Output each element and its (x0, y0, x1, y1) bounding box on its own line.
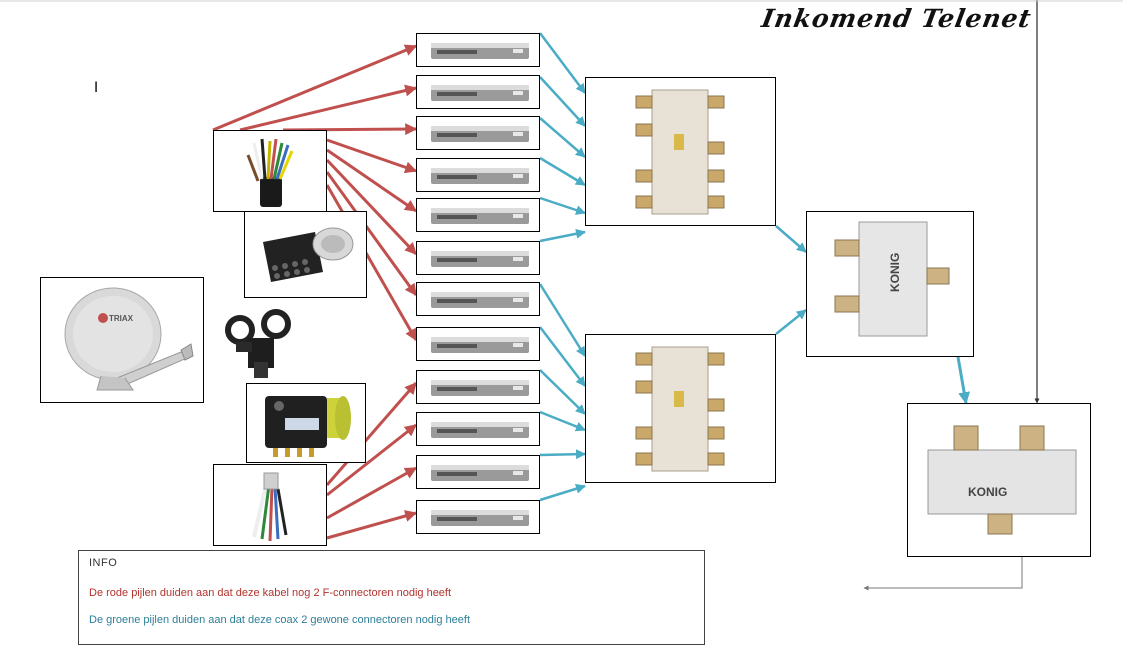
splitter-2way-final-icon: KONIG (927, 425, 1077, 535)
red-arrow (325, 382, 418, 486)
receiver-box (416, 33, 540, 67)
blue-arrow (539, 196, 586, 215)
octo-lnb-icon (263, 227, 354, 282)
combiner-brand-label: KONIG (888, 253, 902, 292)
receiver-icon (431, 465, 529, 481)
red-arrow (326, 423, 417, 497)
receiver-icon (431, 85, 529, 101)
blue-arrow (539, 32, 586, 94)
red-arrow (325, 171, 418, 296)
receiver-icon (431, 168, 529, 184)
receiver-box (416, 282, 540, 316)
dish-brand-label: TRIAX (109, 314, 134, 323)
receiver-icon (431, 251, 529, 267)
red-arrow (282, 123, 418, 136)
red-arrow (326, 466, 418, 520)
info-box: INFO De rode pijlen duiden aan dat deze … (78, 550, 705, 645)
blue-arrow (539, 410, 586, 432)
info-heading: INFO (89, 557, 118, 569)
multicore-cable-bottom-icon (252, 472, 288, 542)
receiver-box (416, 75, 540, 109)
blue-arrow (956, 356, 971, 405)
receiver-box (416, 116, 540, 150)
blue-arrow (539, 449, 586, 460)
blue-arrow (539, 228, 586, 243)
incoming-telenet-title: Inkomend Telenet (759, 4, 1034, 33)
multicore-cable-top-icon (246, 138, 294, 207)
combiner-2way-box: KONIG (806, 211, 974, 357)
splitter-2way-final-box: KONIG (907, 403, 1091, 557)
receiver-icon (431, 292, 529, 308)
splitter-8way-top-icon (635, 89, 725, 215)
receiver-box (416, 241, 540, 275)
info-red-arrows-note: De rode pijlen duiden aan dat deze kabel… (89, 587, 452, 599)
splitter-8way-top-box (585, 77, 776, 226)
receiver-box (416, 370, 540, 404)
text-cursor: I (94, 80, 99, 96)
red-arrow (326, 510, 418, 540)
receiver-icon (431, 208, 529, 224)
receiver-box (416, 198, 540, 232)
blue-arrow (539, 369, 586, 415)
blue-arrow (538, 283, 587, 357)
satellite-dish-box: TRIAX (40, 277, 204, 403)
final-splitter-brand-label: KONIG (968, 485, 1007, 499)
receiver-box (416, 455, 540, 489)
lnb-mount-bracket-icon (225, 309, 291, 378)
quad-lnb-box (246, 383, 366, 463)
dish-icon: TRIAX (64, 287, 194, 391)
red-arrow (239, 84, 418, 132)
octo-lnb-box (244, 211, 367, 298)
combiner-2way-icon: KONIG (834, 221, 950, 337)
receiver-box (416, 412, 540, 446)
quad-lnb-icon (265, 396, 351, 457)
receiver-icon (431, 43, 529, 59)
blue-arrow (539, 156, 586, 187)
receiver-box (416, 500, 540, 534)
info-green-arrows-note: De groene pijlen duiden aan dat deze coa… (89, 614, 471, 626)
red-arrow (326, 148, 417, 213)
multicore-cable-top-box (213, 130, 327, 212)
receiver-icon (431, 510, 529, 526)
receiver-box (416, 158, 540, 192)
multicore-cable-bottom-box (213, 464, 327, 546)
red-arrow (212, 44, 418, 132)
receiver-icon (431, 126, 529, 142)
blue-arrow (539, 483, 586, 502)
receiver-box (416, 327, 540, 361)
outgoing-arrow (863, 557, 1023, 591)
blue-arrow (539, 326, 586, 387)
red-arrow (326, 138, 418, 174)
lnb-mount-bracket (218, 302, 304, 384)
red-arrow (325, 158, 418, 256)
blue-arrow (775, 309, 807, 335)
splitter-8way-bottom-icon (635, 346, 725, 472)
red-arrow (325, 184, 418, 342)
blue-arrow (539, 117, 586, 158)
receiver-icon (431, 422, 529, 438)
receiver-icon (431, 380, 529, 396)
blue-arrow (775, 225, 807, 253)
blue-arrow (539, 76, 586, 127)
receiver-icon (431, 337, 529, 353)
splitter-8way-bottom-box (585, 334, 776, 483)
